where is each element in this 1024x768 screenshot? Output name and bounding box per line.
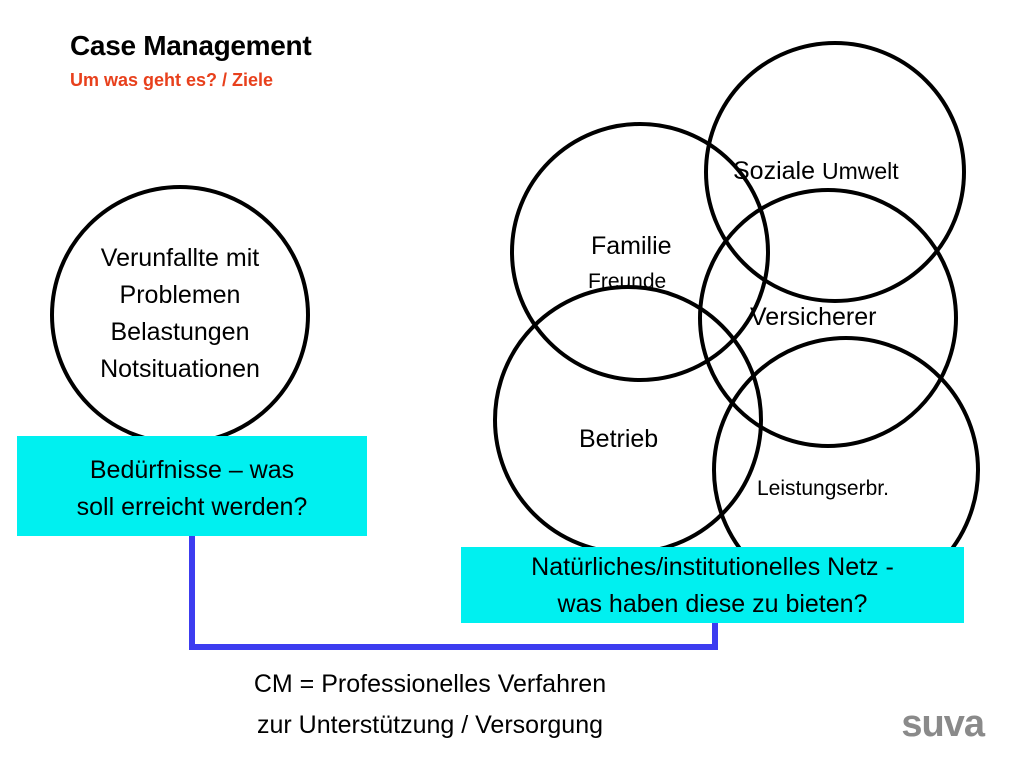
- insurer-label: Versicherer: [750, 303, 877, 331]
- definition-line-1: CM = Professionelles Verfahren: [253, 670, 607, 698]
- affected-persons-label: Verunfallte mit Problemen Belastungen No…: [60, 240, 300, 388]
- definition-line-2: zur Unterstützung / Versorgung: [256, 711, 604, 739]
- label-line: Notsituationen: [100, 355, 260, 383]
- connector-line: [189, 535, 718, 650]
- social-label: Soziale: [733, 157, 815, 185]
- service-provider-label: Leistungserbr.: [757, 477, 889, 500]
- environment-label: Umwelt: [821, 158, 899, 184]
- family-label: Familie: [591, 232, 672, 260]
- needs-box: Bedürfnisse – was soll erreicht werden?: [17, 436, 367, 536]
- label-line: Problemen: [119, 281, 241, 309]
- suva-logo: suva: [901, 703, 985, 745]
- friends-label: Freunde: [588, 270, 667, 293]
- family-circle: [510, 122, 770, 382]
- company-label: Betrieb: [579, 425, 659, 453]
- page-subtitle: Um was geht es? / Ziele: [70, 70, 274, 90]
- needs-line: Bedürfnisse – was: [89, 456, 295, 484]
- social-environment-label: Soziale Umwelt: [733, 157, 899, 186]
- label-line: Belastungen: [110, 318, 250, 346]
- needs-line: soll erreicht werden?: [76, 493, 308, 521]
- network-line: was haben diese zu bieten?: [557, 590, 868, 618]
- label-line: Verunfallte mit: [100, 244, 260, 272]
- insurer-circle: [698, 188, 958, 448]
- network-box: Natürliches/institutionelles Netz - was …: [461, 547, 964, 623]
- social-environment-circle: [704, 41, 966, 303]
- page-title: Case Management: [70, 30, 312, 61]
- network-line: Natürliches/institutionelles Netz -: [531, 553, 894, 581]
